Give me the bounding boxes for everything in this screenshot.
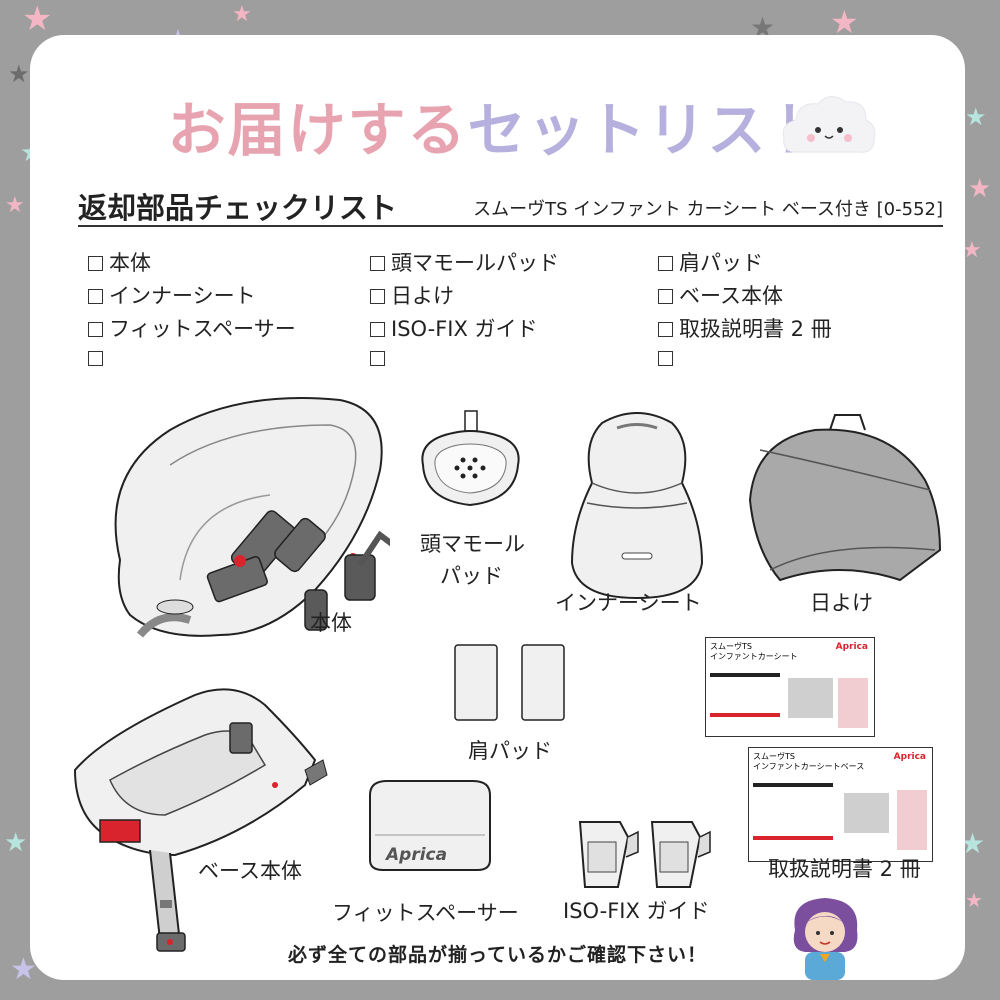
checklist-item[interactable]: フィットスペーサー	[88, 313, 378, 346]
checkbox-icon[interactable]	[370, 351, 385, 366]
checklist-column-1: 本体 インナーシート フィットスペーサー	[88, 247, 378, 379]
manual-2-title2: インファントカーシートベース	[753, 761, 865, 771]
checklist-column-2: 頭マモールパッド 日よけ ISO-FIX ガイド	[370, 247, 660, 379]
checklist-item[interactable]: 本体	[88, 247, 378, 280]
manuals-label: 取扱説明書 2 冊	[768, 857, 921, 881]
checkbox-icon[interactable]	[658, 289, 673, 304]
manual-2-red-note	[753, 836, 833, 840]
checklist-item[interactable]: 肩パッド	[658, 247, 948, 280]
checklist-item[interactable]	[88, 346, 378, 379]
checklist-item[interactable]	[370, 346, 660, 379]
star-icon: ★	[8, 60, 30, 88]
manual-1: Aprica スムーヴTS インファントカーシート	[705, 637, 875, 737]
manual-1-photo	[788, 678, 833, 718]
checklist-item-label: 取扱説明書 2 冊	[679, 317, 832, 341]
main-body-label: 本体	[310, 611, 352, 635]
checkbox-icon[interactable]	[88, 322, 103, 337]
checklist-item[interactable]: ベース本体	[658, 280, 948, 313]
manual-2: Aprica スムーヴTS インファントカーシートベース	[748, 747, 933, 862]
star-icon: ★	[232, 2, 252, 27]
checklist-item[interactable]: 頭マモールパッド	[370, 247, 660, 280]
checkbox-icon[interactable]	[88, 351, 103, 366]
checklist-item[interactable]: 取扱説明書 2 冊	[658, 313, 948, 346]
page-title: お届けするセットリスト	[30, 83, 965, 167]
checklist-column-3: 肩パッド ベース本体 取扱説明書 2 冊	[658, 247, 948, 379]
title-part-2: セットリスト	[467, 96, 828, 164]
manual-2-dark-band	[753, 783, 833, 787]
inner-seat-label: インナーシート	[555, 591, 702, 615]
shoulder-pads-label: 肩パッド	[468, 739, 552, 763]
star-icon: ★	[5, 193, 25, 218]
manual-2-brand: Aprica	[893, 752, 926, 762]
girl-illustration	[793, 898, 858, 980]
shoulder-pads-illustration	[454, 644, 565, 721]
checklist-item-label: 頭マモールパッド	[391, 251, 559, 275]
checklist-item-label: 日よけ	[391, 284, 454, 308]
checklist-title: 返却部品チェックリスト	[78, 191, 398, 225]
checkbox-icon[interactable]	[370, 289, 385, 304]
manual-1-title1: スムーヴTS	[710, 642, 752, 651]
checklist-item[interactable]: ISO-FIX ガイド	[370, 313, 660, 346]
manual-2-side-box	[897, 790, 927, 850]
checklist-item-label: 本体	[109, 251, 151, 275]
checklist-item-label: ISO-FIX ガイド	[391, 317, 538, 341]
checkbox-icon[interactable]	[658, 351, 673, 366]
checklist-item[interactable]	[658, 346, 948, 379]
cloud-face-icon	[782, 96, 876, 153]
star-icon: ★	[4, 828, 28, 858]
star-icon: ★	[965, 888, 983, 912]
head-pad-label-line1: 頭マモール	[420, 532, 525, 556]
checkbox-icon[interactable]	[370, 322, 385, 337]
checklist-header: 返却部品チェックリスト スムーヴTS インファント カーシート ベース付き [0…	[78, 185, 943, 227]
manual-1-title2: インファントカーシート	[710, 651, 798, 661]
manual-1-red-note	[710, 713, 780, 717]
fit-spacer-brand: Aprica	[386, 845, 448, 865]
base-illustration	[73, 688, 328, 952]
isofix-guide-label: ISO-FIX ガイド	[563, 899, 710, 923]
checklist-item-label: 肩パッド	[679, 251, 763, 275]
fit-spacer-illustration	[369, 780, 491, 871]
checkbox-icon[interactable]	[658, 256, 673, 271]
star-icon: ★	[22, 0, 53, 39]
inner-seat-illustration	[570, 412, 704, 600]
checkbox-icon[interactable]	[658, 322, 673, 337]
set-list-card: お届けするセットリスト 返却部品チェックリスト スムーヴTS インファント カー…	[30, 35, 965, 980]
head-pad-label-line2: パッド	[440, 564, 503, 588]
manual-2-photo	[844, 793, 889, 833]
checklist-item[interactable]: インナーシート	[88, 280, 378, 313]
head-pad-illustration	[421, 410, 520, 507]
manual-1-brand: Aprica	[835, 642, 868, 652]
fit-spacer-label: フィットスペーサー	[332, 901, 519, 925]
base-label: ベース本体	[198, 859, 302, 883]
checkbox-icon[interactable]	[370, 256, 385, 271]
car-seat-illustration	[114, 397, 390, 638]
star-icon: ★	[965, 103, 987, 131]
checklist-item[interactable]: 日よけ	[370, 280, 660, 313]
checklist-item-label: インナーシート	[109, 284, 256, 308]
title-part-1: お届けする	[167, 96, 468, 164]
manual-1-red-band	[710, 673, 780, 677]
star-icon: ★	[830, 3, 859, 41]
star-icon: ★	[968, 174, 992, 204]
sunshade-label: 日よけ	[810, 591, 873, 615]
manual-1-side-box	[838, 678, 868, 728]
checklist-item-label: ベース本体	[679, 284, 783, 308]
checklist-item-label: フィットスペーサー	[109, 317, 296, 341]
isofix-guides-illustration	[578, 821, 711, 888]
star-icon: ★	[962, 238, 982, 263]
product-name: スムーヴTS インファント カーシート ベース付き [0-552]	[473, 199, 943, 220]
checkbox-icon[interactable]	[88, 289, 103, 304]
footer-notice: 必ず全ての部品が揃っているかご確認下さい！	[287, 944, 708, 966]
manual-2-title1: スムーヴTS	[753, 752, 795, 761]
sunshade-illustration	[748, 414, 942, 582]
checkbox-icon[interactable]	[88, 256, 103, 271]
